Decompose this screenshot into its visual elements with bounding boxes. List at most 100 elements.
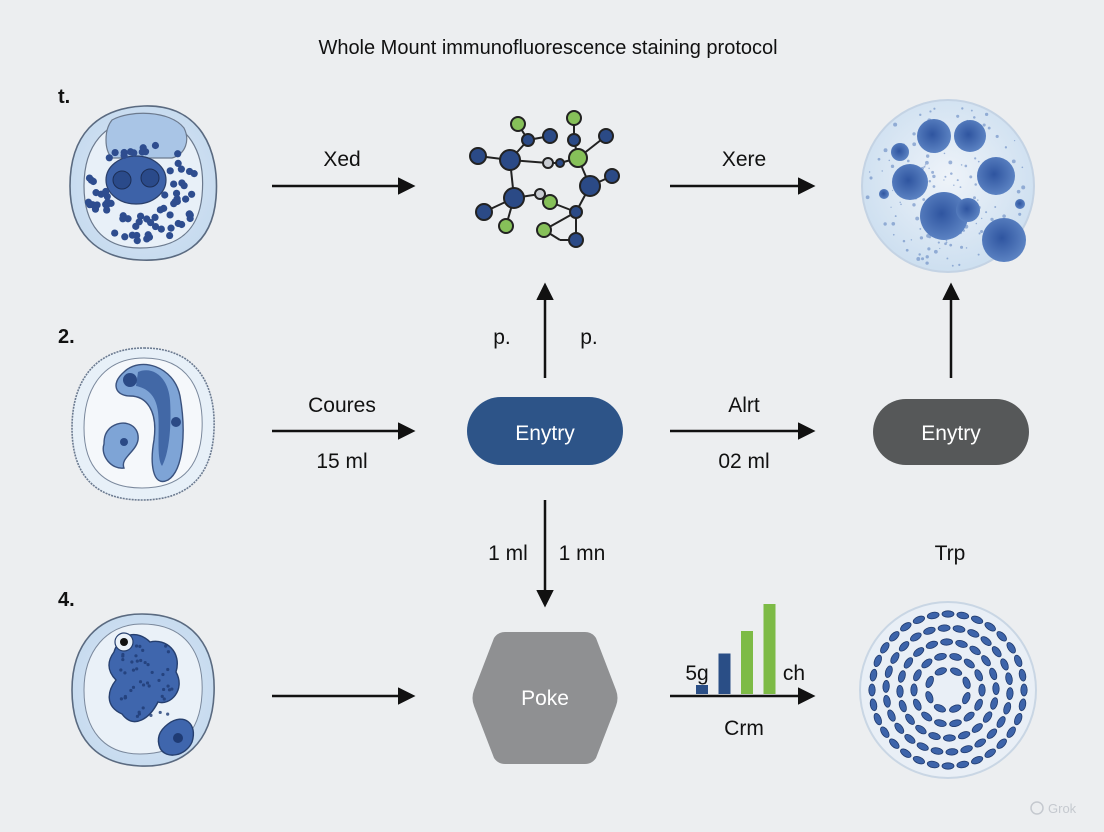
stain-dot [1011,159,1016,164]
stain-dot [916,257,921,261]
stain-dot [92,189,100,197]
stain-dot [185,167,194,176]
stain-dot [1004,146,1008,149]
stain-dot [131,685,136,689]
stain-dot [982,123,986,127]
ring-cell [1014,713,1023,726]
ring-cell [887,709,896,722]
mini-bar-2 [718,653,731,694]
stain-dot [978,232,981,235]
stain-dot [995,134,999,139]
ring-cell [996,631,1007,642]
ring-cell [884,665,893,678]
stain-dot [973,116,976,119]
ring-cell [889,631,900,642]
stain-dot [131,668,136,672]
stain-dot [961,107,964,110]
ring-cell [923,626,936,635]
stain-dot [174,159,182,167]
stain-dot [924,164,927,166]
ring-cell [1018,698,1027,712]
stain-dot [905,248,909,252]
stain-dot [919,227,922,230]
stain-dot [107,199,115,207]
ring-cell [928,732,941,741]
stain-dot [944,242,947,246]
stain-dot [925,160,929,165]
ring-cell [925,640,939,649]
ring-cell [974,669,983,682]
ring-cell [967,629,980,638]
stain-dot [144,231,152,239]
stain-dot [925,154,930,158]
stain-dot [158,710,162,715]
stain-dot [166,650,171,654]
ring-cell [912,756,925,765]
stain-dot [119,215,127,223]
ring-cell [896,685,904,698]
ring-cell [934,719,947,727]
stain-dot [953,184,955,186]
stain-dot [151,213,159,221]
ring-cell [898,641,910,652]
stain-dot [1021,166,1024,169]
stain-dot [135,218,143,226]
stain-dot [84,198,93,206]
stain-dot [925,255,929,259]
ring-cell [889,738,900,749]
stain-dot [981,217,983,220]
stain-dot [910,239,913,241]
ring-cell [868,683,876,697]
label-row2-2-top: Alrt [728,394,760,417]
ring-cell [949,653,962,661]
step-number-1: t. [58,86,70,108]
stain-dot [141,648,145,652]
stain-dot [912,132,916,136]
stain-dot [149,713,153,717]
stain-dot [958,263,961,267]
stain-dot [937,241,940,244]
label-down-left: 1 ml [488,542,528,565]
node-dark-pill-label: Enytry [921,422,981,445]
stain-dot [111,148,119,157]
ring-cell [934,667,947,676]
ring-cell [883,694,891,708]
ring-cell [960,745,973,754]
ring-cell [1003,702,1012,715]
ring-cell [880,642,890,654]
ring-cell [980,636,992,646]
stain-dot [133,237,141,245]
stain-dot [928,180,932,183]
stain-dot [965,247,968,249]
stain-dot [182,195,190,203]
stain-dot [987,126,991,130]
stain-dot [969,175,973,179]
ring-cell [949,719,962,727]
label-up-left: p. [493,326,511,349]
stain-dot [960,245,964,249]
stain-dot [138,644,142,648]
label-down-right: 1 mn [559,542,606,565]
stain-dot [157,678,161,683]
stain-dot [933,107,936,110]
stain-dot [174,150,182,158]
stain-dot [900,203,902,206]
stain-dot [156,206,164,214]
stain-dot [162,697,166,701]
ring-cell [943,734,956,742]
label-row2-2-bottom: 02 ml [718,450,769,473]
stain-dot [890,206,892,208]
stain-dot [945,239,948,242]
stain-dot [891,221,896,226]
mini-bar-1 [696,685,708,694]
label-row2-1-bottom: 15 ml [316,450,367,473]
stain-dot [925,261,929,265]
stain-dot [932,185,936,188]
stain-dot [136,212,145,220]
stain-dot [123,671,127,675]
stain-dot [134,644,139,648]
ring-cell [910,683,918,697]
stain-dot [151,141,160,150]
stain-dot [121,652,125,657]
stain-dot [170,180,178,188]
